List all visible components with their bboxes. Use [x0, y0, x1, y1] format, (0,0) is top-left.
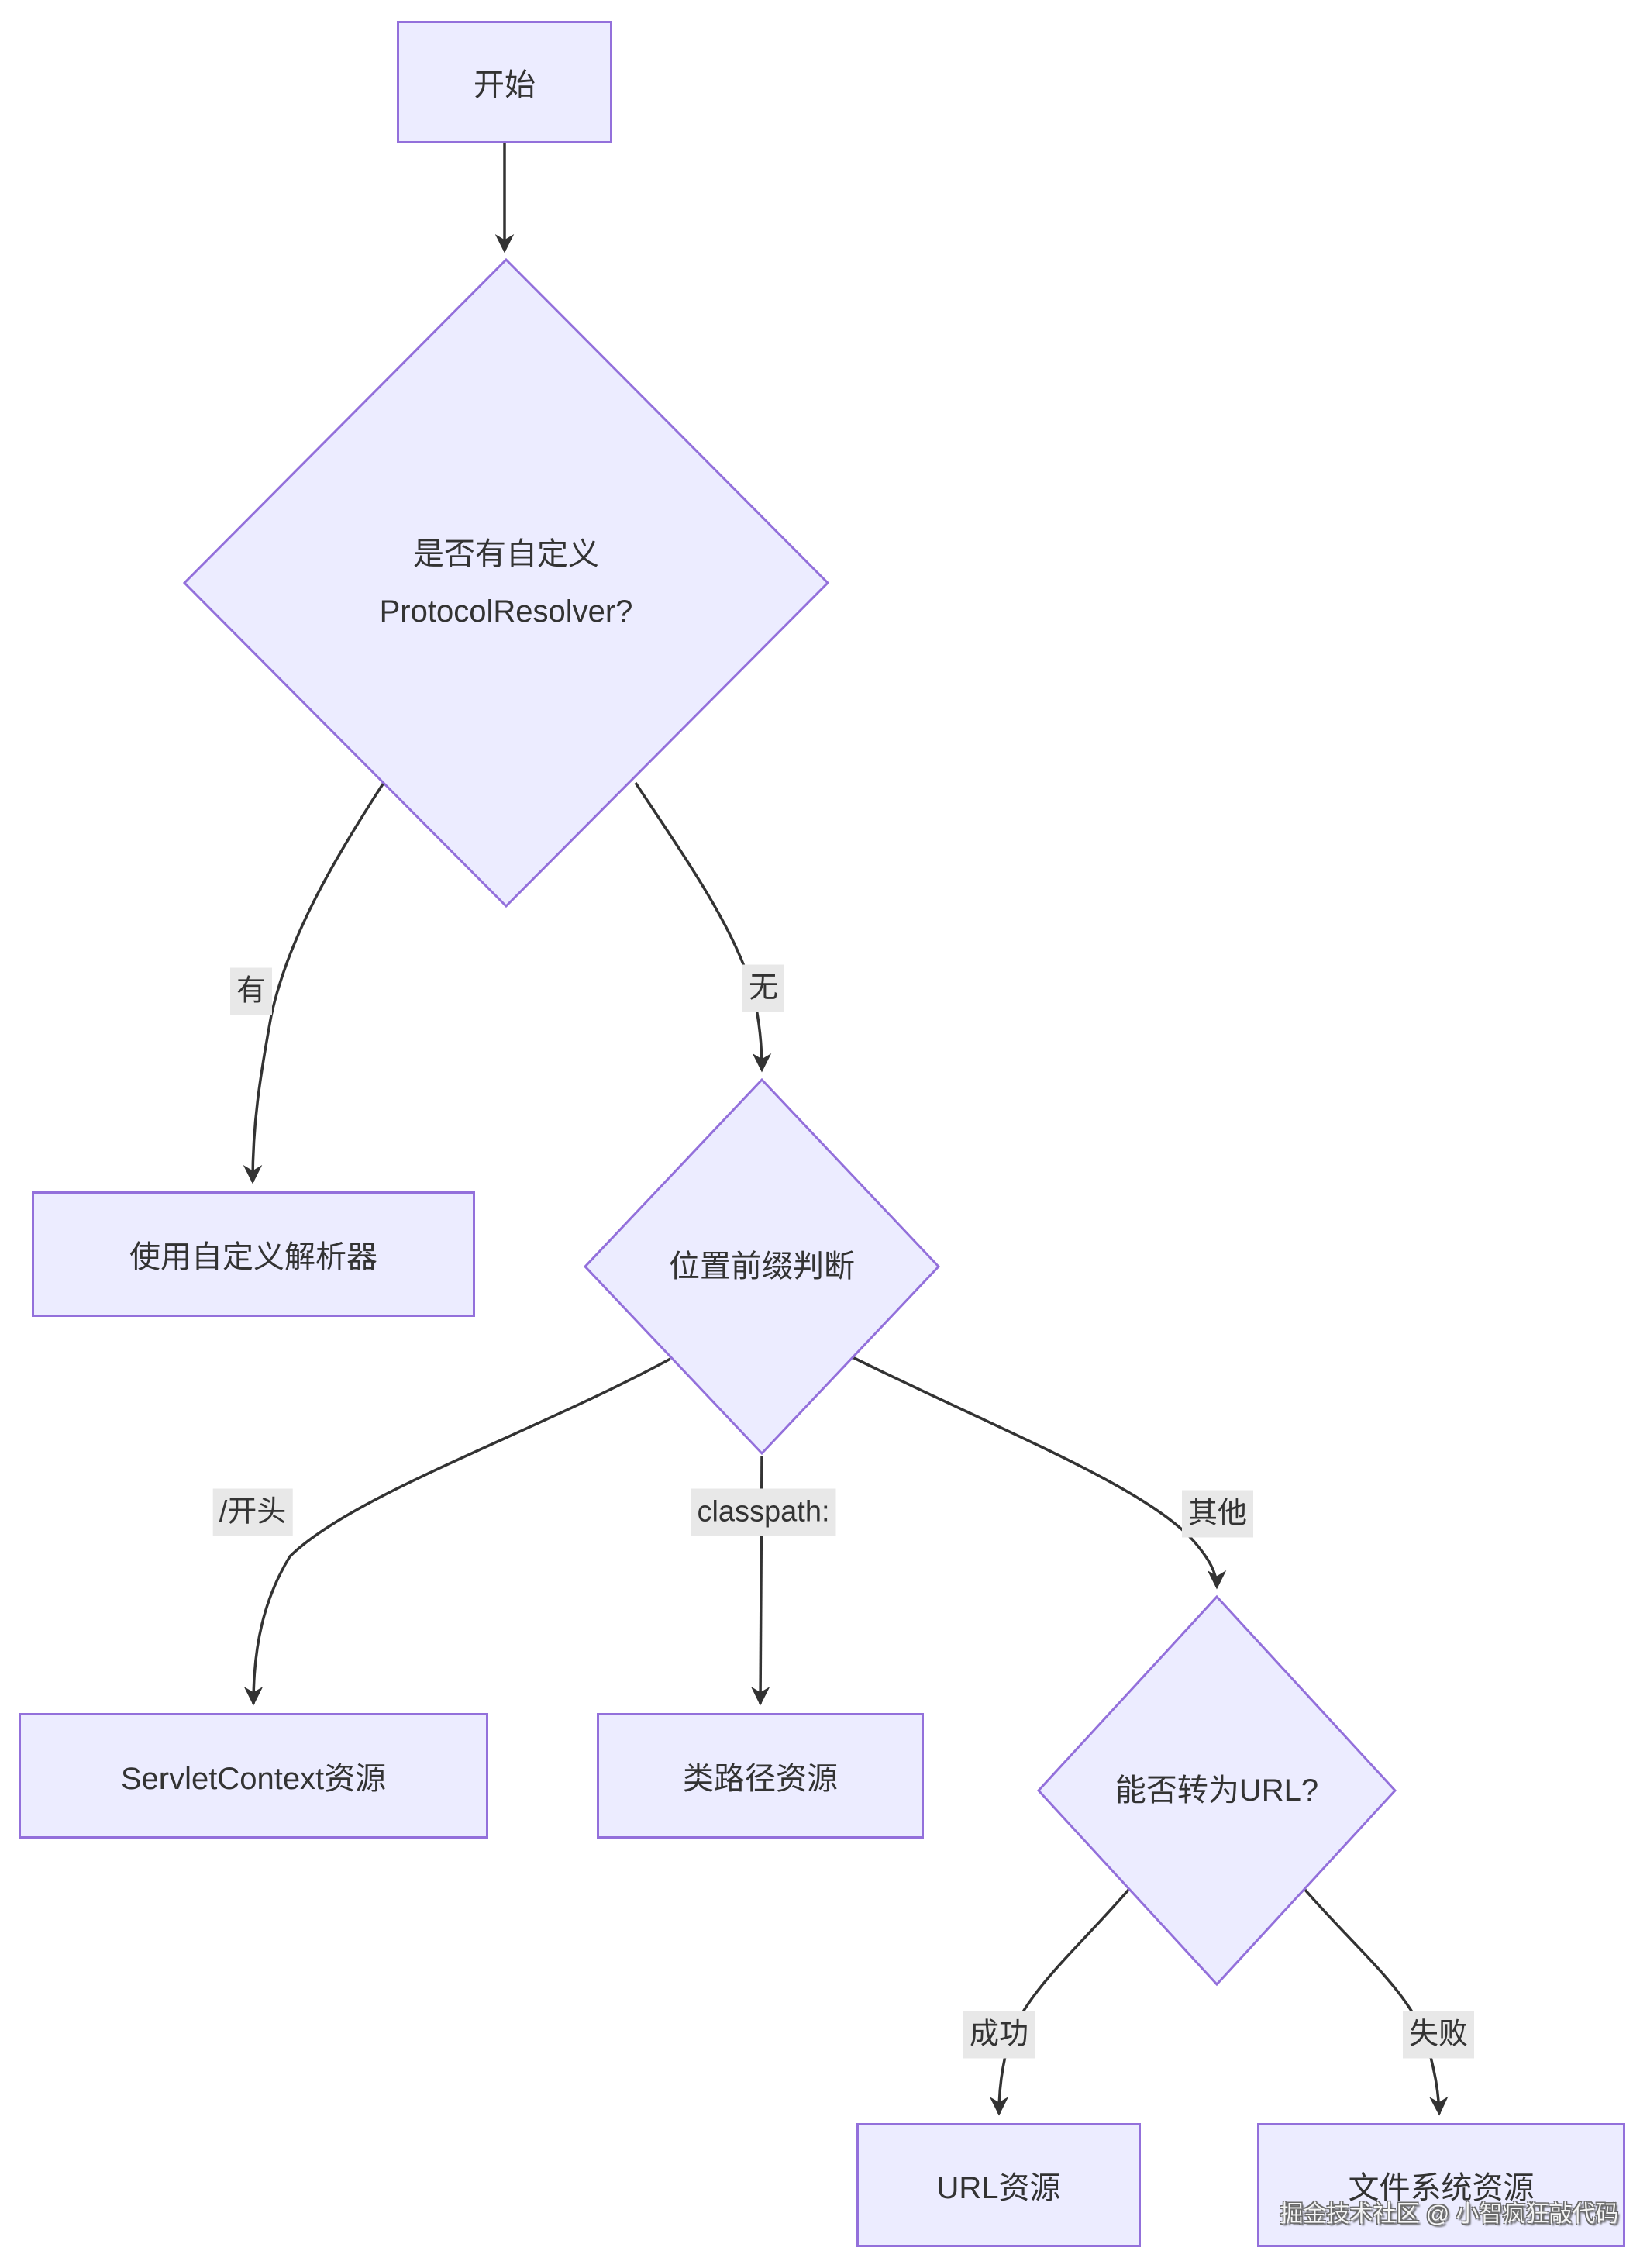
edge-label-yes: 有	[229, 967, 273, 1015]
edge-label-slash-prefix: /开头	[212, 1488, 293, 1536]
edge-label-success: 成功	[963, 2011, 1035, 2059]
edge-other-to-url-check	[852, 1356, 1227, 1590]
edge-label-no: 无	[742, 964, 785, 1012]
filesystem-resource-node: 文件系统资源	[1257, 2123, 1625, 2247]
use-custom-resolver-node: 使用自定义解析器	[32, 1191, 475, 1317]
edge-failure-to-filesystem-resource	[1303, 1887, 1449, 2116]
edge-success-to-url-resource	[989, 1887, 1131, 2116]
classpath-resource-node: 类路径资源	[597, 1713, 924, 1839]
servletcontext-resource-node: ServletContext资源	[19, 1713, 488, 1839]
url-resource-node: URL资源	[856, 2123, 1141, 2247]
decision-prefix-check-label: 位置前缀判断	[669, 1249, 855, 1284]
decision-url-check-shape	[1036, 1594, 1397, 1987]
edge-label-failure: 失败	[1402, 2011, 1475, 2059]
edge-label-other: 其他	[1181, 1490, 1254, 1538]
edge-slash-to-servletcontext	[243, 1357, 671, 1706]
start-node-label: 开始	[474, 68, 536, 102]
decision-has-custom-resolver-shape	[182, 257, 830, 908]
url-resource-label: URL资源	[936, 2171, 1061, 2205]
edge-yes-to-custom-resolver	[243, 782, 385, 1184]
filesystem-resource-label: 文件系统资源	[1348, 2171, 1535, 2205]
decision-has-custom-resolver-label: 是否有自定义 ProtocolResolver?	[380, 526, 633, 640]
use-custom-resolver-label: 使用自定义解析器	[129, 1240, 377, 1274]
edge-label-classpath-prefix: classpath:	[691, 1488, 836, 1536]
decision-prefix-check-shape	[583, 1077, 941, 1456]
servletcontext-resource-label: ServletContext资源	[120, 1762, 387, 1796]
decision-label-line2: ProtocolResolver?	[379, 595, 633, 629]
edge-no-to-prefix-check	[634, 782, 772, 1073]
start-node: 开始	[397, 21, 612, 143]
decision-label-line1: 是否有自定义	[412, 537, 599, 571]
classpath-resource-label: 类路径资源	[683, 1762, 838, 1796]
watermark: 掘金技术社区 @ 小智疯狂敲代码	[1280, 2201, 1619, 2227]
decision-url-check-label: 能否转为URL?	[1115, 1773, 1319, 1808]
